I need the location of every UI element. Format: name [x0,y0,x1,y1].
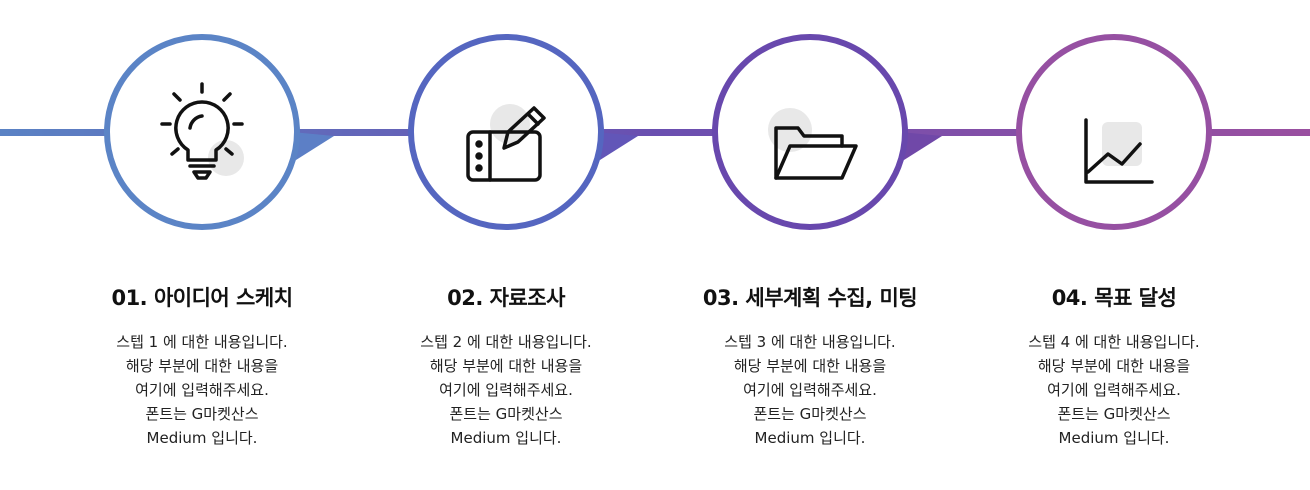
step-1-circle [102,32,302,232]
connector-wedge [292,132,334,160]
description-line: 스텝 3 에 대한 내용입니다. [724,333,896,351]
description-line: 스텝 2 에 대한 내용입니다. [420,333,592,351]
connector-wedge [596,132,638,160]
step-2-title: 02. 자료조사 [447,286,565,310]
connector-wedge [900,132,942,160]
step-ring [104,34,300,230]
description-line: Medium 입니다. [450,429,562,447]
step-3-description: 스텝 3 에 대한 내용입니다. 해당 부분에 대한 내용을 여기에 입력해주세… [660,330,960,450]
step-3-circle [710,32,910,232]
description-line: 여기에 입력해주세요. [743,381,877,399]
description-line: 여기에 입력해주세요. [135,381,269,399]
description-line: 해당 부분에 대한 내용을 [125,357,279,375]
step-1: 01. 아이디어 스케치 스텝 1 에 대한 내용입니다. 해당 부분에 대한 … [52,0,352,490]
description-line: Medium 입니다. [146,429,258,447]
step-2-circle [406,32,606,232]
step-1-title: 01. 아이디어 스케치 [111,286,293,310]
step-2: 02. 자료조사 스텝 2 에 대한 내용입니다. 해당 부분에 대한 내용을 … [356,0,656,490]
description-line: 해당 부분에 대한 내용을 [733,357,887,375]
description-line: 스텝 1 에 대한 내용입니다. [116,333,288,351]
step-4-description: 스텝 4 에 대한 내용입니다. 해당 부분에 대한 내용을 여기에 입력해주세… [964,330,1264,450]
description-line: 스텝 4 에 대한 내용입니다. [1028,333,1200,351]
description-line: 해당 부분에 대한 내용을 [429,357,583,375]
step-3: 03. 세부계획 수집, 미팅 스텝 3 에 대한 내용입니다. 해당 부분에 … [660,0,960,490]
description-line: 폰트는 G마켓산스 [1057,405,1171,423]
description-line: 해당 부분에 대한 내용을 [1037,357,1191,375]
description-line: 여기에 입력해주세요. [439,381,573,399]
step-4: 04. 목표 달성 스텝 4 에 대한 내용입니다. 해당 부분에 대한 내용을… [964,0,1264,490]
folder-open-icon [768,108,858,180]
step-4-title: 04. 목표 달성 [1051,286,1177,310]
step-4-circle [1014,32,1214,232]
step-1-description: 스텝 1 에 대한 내용입니다. 해당 부분에 대한 내용을 여기에 입력해주세… [52,330,352,450]
description-line: 폰트는 G마켓산스 [449,405,563,423]
description-line: 폰트는 G마켓산스 [753,405,867,423]
step-3-title: 03. 세부계획 수집, 미팅 [702,286,918,310]
step-2-description: 스텝 2 에 대한 내용입니다. 해당 부분에 대한 내용을 여기에 입력해주세… [356,330,656,450]
description-line: Medium 입니다. [754,429,866,447]
description-line: 여기에 입력해주세요. [1047,381,1181,399]
tablet-pen-icon [466,104,546,182]
description-line: Medium 입니다. [1058,429,1170,447]
connector-line [0,129,1310,136]
lightbulb-icon [160,82,244,180]
description-line: 폰트는 G마켓산스 [145,405,259,423]
line-chart-icon [1084,118,1154,184]
